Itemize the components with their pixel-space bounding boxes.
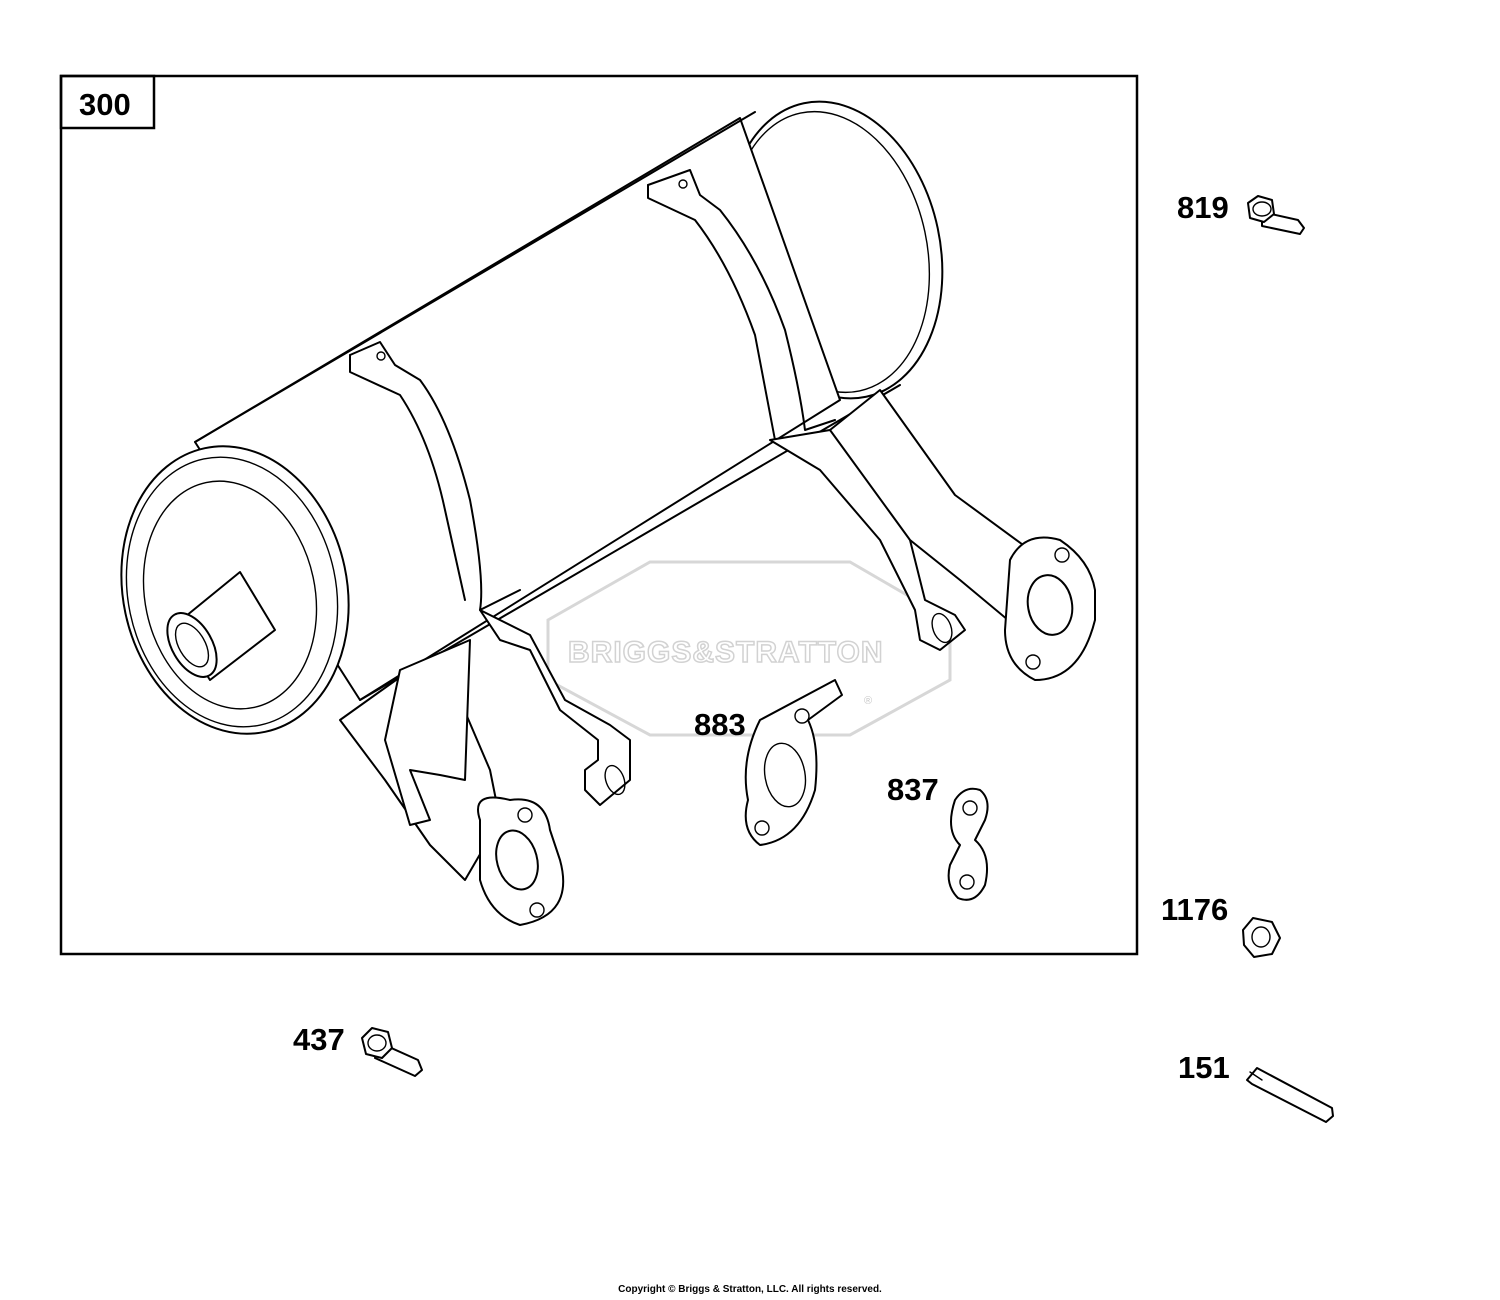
svg-text:BRIGGS&STRATTON: BRIGGS&STRATTON	[568, 636, 884, 669]
briggs-stratton-watermark: BRIGGS&STRATTON ®	[546, 560, 952, 737]
callout-151[interactable]: 151	[1178, 1050, 1230, 1085]
stud-icon[interactable]	[1246, 1067, 1334, 1123]
callout-1176[interactable]: 1176	[1161, 892, 1228, 927]
assembly-label[interactable]: 300	[79, 87, 131, 122]
muffler-icon[interactable]	[95, 81, 1096, 926]
lock-plate-icon[interactable]	[947, 787, 989, 901]
callout-819[interactable]: 819	[1177, 190, 1229, 225]
gasket-icon[interactable]	[744, 679, 843, 846]
svg-text:®: ®	[864, 695, 872, 707]
callout-837[interactable]: 837	[887, 772, 939, 807]
bolt-icon[interactable]	[361, 1027, 423, 1077]
screw-icon[interactable]	[1247, 195, 1305, 235]
assembly-frame	[59, 74, 1139, 956]
callout-437[interactable]: 437	[293, 1022, 345, 1057]
assembly-label-box	[59, 74, 156, 130]
nut-icon[interactable]	[1242, 917, 1281, 958]
copyright-notice: Copyright © Briggs & Stratton, LLC. All …	[618, 1284, 882, 1295]
callout-883[interactable]: 883	[694, 707, 746, 742]
